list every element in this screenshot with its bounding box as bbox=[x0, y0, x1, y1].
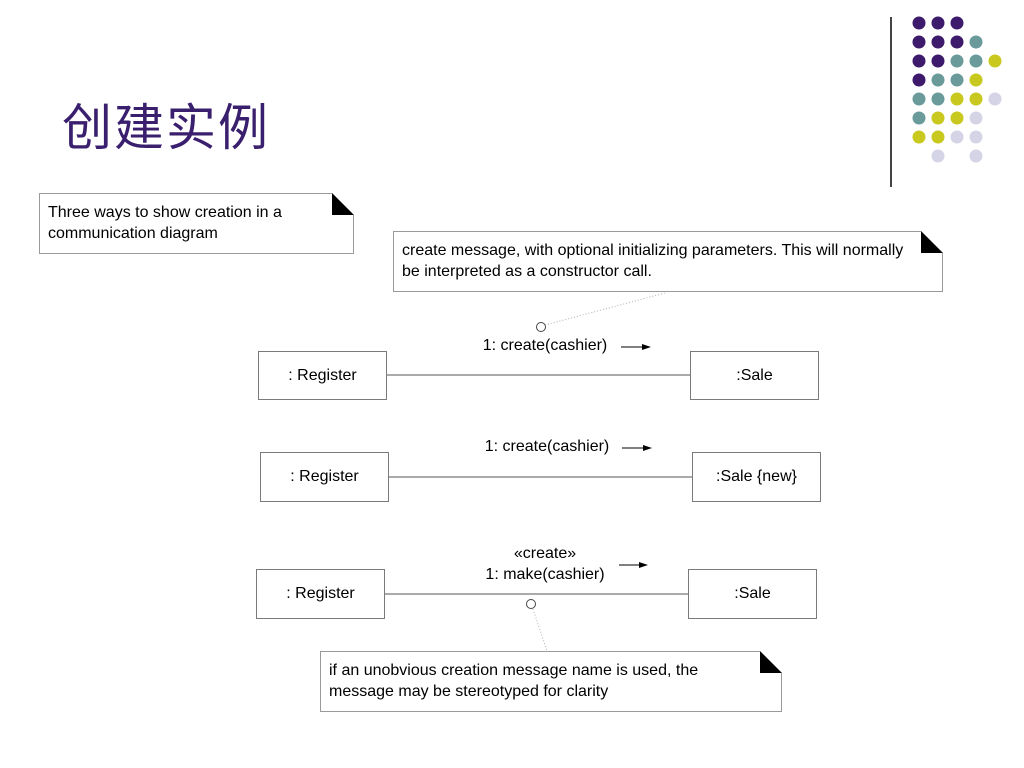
sale-object-3: :Sale bbox=[688, 569, 817, 619]
message-label-3: 1: make(cashier) bbox=[485, 566, 605, 583]
decorative-dot bbox=[950, 130, 964, 144]
decorative-dot bbox=[988, 54, 1002, 68]
decorative-dot bbox=[931, 111, 945, 125]
message-arrowhead-2 bbox=[643, 445, 652, 451]
decorative-dot bbox=[931, 54, 945, 68]
decorative-dot bbox=[931, 149, 945, 163]
decorative-dot bbox=[969, 35, 983, 49]
decorative-divider bbox=[890, 17, 892, 187]
note-create-message-text: create message, with optional initializi… bbox=[402, 242, 904, 280]
decorative-dot bbox=[988, 92, 1002, 106]
message-arrowhead-3 bbox=[639, 562, 648, 568]
note-anchor-line bbox=[544, 292, 666, 326]
register-object-3: : Register bbox=[256, 569, 385, 619]
decorative-dot bbox=[931, 130, 945, 144]
decorative-dot bbox=[931, 92, 945, 106]
decorative-dot bbox=[950, 73, 964, 87]
note-anchor-circle bbox=[536, 322, 546, 332]
note-anchor-circle bbox=[526, 599, 536, 609]
message-label-2: 1: create(cashier) bbox=[484, 438, 610, 455]
decorative-dot bbox=[950, 111, 964, 125]
note-fold-icon bbox=[332, 193, 354, 215]
sale-object-1: :Sale bbox=[690, 351, 819, 400]
message-arrowhead-1 bbox=[642, 344, 651, 350]
decorative-dot bbox=[969, 92, 983, 106]
decorative-dot bbox=[931, 16, 945, 30]
decorative-dot bbox=[950, 92, 964, 106]
slide-title: 创建实例 bbox=[62, 99, 270, 157]
decorative-dot bbox=[969, 111, 983, 125]
note-stereotype: if an unobvious creation message name is… bbox=[320, 651, 782, 712]
decorative-dot bbox=[969, 73, 983, 87]
note-intro: Three ways to show creation in a communi… bbox=[39, 193, 354, 254]
decorative-dot bbox=[969, 149, 983, 163]
decorative-dot bbox=[912, 111, 926, 125]
decorative-dot bbox=[912, 92, 926, 106]
decorative-dot bbox=[912, 35, 926, 49]
sale-object-2: :Sale {new} bbox=[692, 452, 821, 502]
decorative-dot bbox=[912, 16, 926, 30]
note-intro-text: Three ways to show creation in a communi… bbox=[48, 204, 282, 242]
note-fold-icon bbox=[921, 231, 943, 253]
message-label-1: 1: create(cashier) bbox=[482, 337, 608, 354]
note-create-message: create message, with optional initializi… bbox=[393, 231, 943, 292]
decorative-dot bbox=[969, 54, 983, 68]
register-object-2: : Register bbox=[260, 452, 389, 502]
decorative-dot bbox=[969, 130, 983, 144]
register-object-1: : Register bbox=[258, 351, 387, 400]
note-stereotype-text: if an unobvious creation message name is… bbox=[329, 662, 699, 700]
decorative-dot bbox=[931, 35, 945, 49]
decorative-dot bbox=[912, 54, 926, 68]
decorative-dot bbox=[950, 54, 964, 68]
note-fold-icon bbox=[760, 651, 782, 673]
decorative-dot bbox=[931, 73, 945, 87]
decorative-dot bbox=[912, 73, 926, 87]
note-anchor-line bbox=[532, 608, 548, 652]
decorative-dot bbox=[950, 16, 964, 30]
decorative-dot bbox=[950, 35, 964, 49]
decorative-dot bbox=[912, 130, 926, 144]
message-stereotype-3: «create» bbox=[513, 545, 577, 562]
